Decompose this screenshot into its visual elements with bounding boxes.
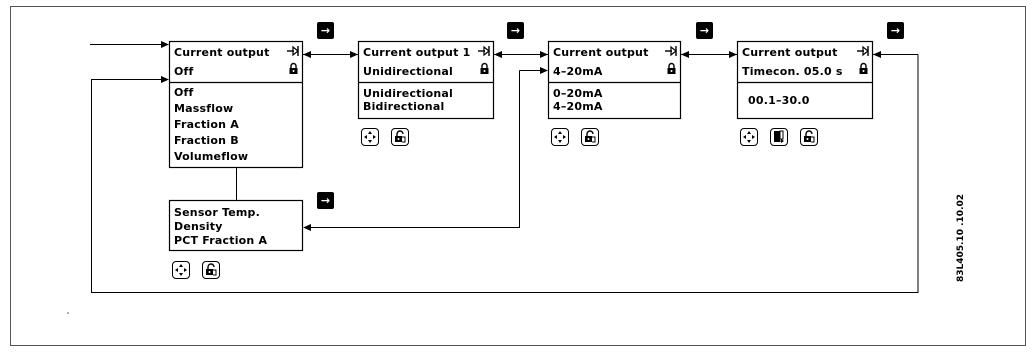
menu3-option-4-20ma: 4–20mA xyxy=(553,100,603,113)
menu4-range: 00.1–30.0 xyxy=(748,94,810,107)
menu1-option-fraction-a: Fraction A xyxy=(174,118,239,131)
exit-arrow-icon xyxy=(665,45,677,57)
four-way-arrows-icon xyxy=(361,128,379,146)
menu4-box xyxy=(736,40,874,120)
enter-button[interactable]: → xyxy=(317,22,334,39)
menu1-option-off: Off xyxy=(174,86,194,99)
menu2-value: Unidirectional xyxy=(363,65,453,78)
menu1-option-fraction-b: Fraction B xyxy=(174,134,239,147)
enter-button[interactable]: → xyxy=(507,22,524,39)
exit-arrow-icon xyxy=(857,45,869,57)
menu3-title: Current output xyxy=(553,46,649,59)
padlock-icon xyxy=(859,62,868,74)
extra-option-sensor-temp: Sensor Temp. xyxy=(174,206,260,219)
menu1-option-volumeflow: Volumeflow xyxy=(174,150,249,163)
four-way-arrows-icon xyxy=(740,128,758,146)
menu1-title: Current output xyxy=(174,46,270,59)
menu3-value: 4–20mA xyxy=(553,65,603,78)
unlock-icon xyxy=(581,128,599,146)
enter-button[interactable]: → xyxy=(887,22,904,39)
menu2-title: Current output 1 xyxy=(363,46,471,59)
menu2-box xyxy=(357,40,495,120)
exit-arrow-icon xyxy=(478,45,490,57)
enter-button[interactable]: → xyxy=(317,192,334,209)
padlock-icon xyxy=(480,62,489,74)
menu3-option-0-20ma: 0–20mA xyxy=(553,87,603,100)
unlock-icon xyxy=(800,128,818,146)
extra-option-pct-fraction-a: PCT Fraction A xyxy=(174,234,268,247)
padlock-icon xyxy=(289,62,298,74)
exit-arrow-icon xyxy=(287,45,299,57)
menu2-option-unidirectional: Unidirectional xyxy=(363,87,453,100)
menu1-option-massflow: Massflow xyxy=(174,102,234,115)
outer-frame xyxy=(10,6,1026,346)
menu3-box xyxy=(547,40,682,120)
menu4-title: Current output xyxy=(742,46,838,59)
enter-button[interactable]: → xyxy=(696,22,713,39)
menu2-option-bidirectional: Bidirectional xyxy=(363,100,445,113)
menu4-value: Timecon. 05.0 s xyxy=(742,65,843,78)
door-edit-icon xyxy=(770,128,788,146)
menu1-value: Off xyxy=(174,65,194,78)
extra-option-density: Density xyxy=(174,220,223,233)
padlock-icon xyxy=(667,62,676,74)
unlock-icon xyxy=(202,261,220,279)
unlock-icon xyxy=(391,128,409,146)
four-way-arrows-icon xyxy=(172,261,190,279)
four-way-arrows-icon xyxy=(551,128,569,146)
document-code: 83L405.10 .10.02 xyxy=(956,193,966,282)
